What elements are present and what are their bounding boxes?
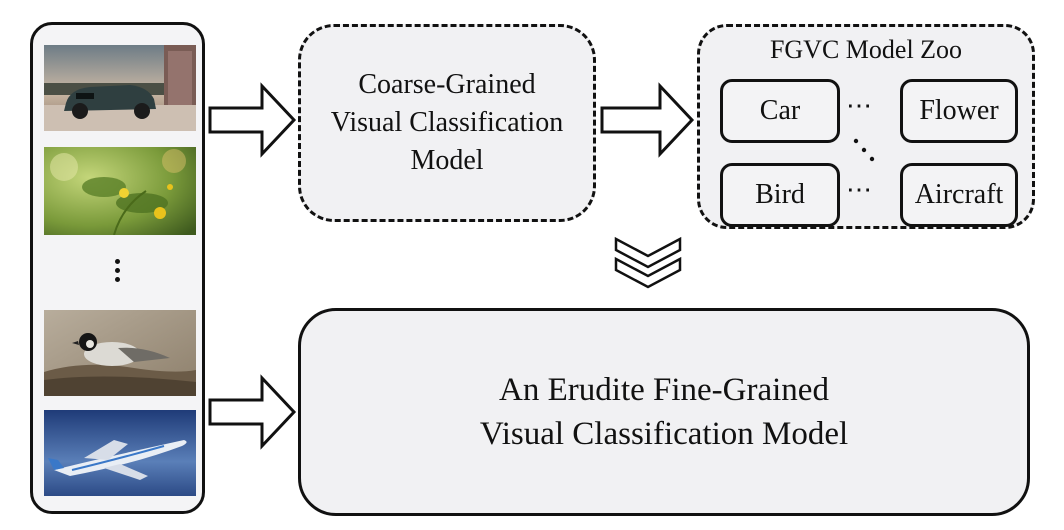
zoo-ellipsis: ⋯ [846,91,872,120]
zoo-item-aircraft: Aircraft [900,163,1018,227]
car-photo [44,45,196,131]
model-zoo-box: FGVC Model Zoo Car ⋯ Flower Bird ⋯ Aircr… [697,24,1035,229]
arrow-to-fine-model [208,374,297,450]
model-zoo-title: FGVC Model Zoo [769,35,963,64]
fine-grained-model-box: An Erudite Fine-Grained Visual Classific… [298,308,1030,516]
zoo-item-car: Car [720,79,840,143]
aircraft-photo [44,410,196,496]
zoo-item-flower: Flower [900,79,1018,143]
bird-photo [44,310,196,396]
zoo-diagonal-ellipsis [853,138,875,162]
image-column [30,22,205,514]
arrow-to-coarse-model [208,82,297,158]
zoo-ellipsis: ⋯ [846,175,872,204]
coarse-grained-model-box: Coarse-Grained Visual Classification Mod… [298,24,596,222]
zoo-item-bird: Bird [720,163,840,227]
more-images-ellipsis [33,255,202,292]
double-chevron-down-icon [614,236,682,289]
arrow-to-model-zoo [600,82,695,158]
flower-photo [44,147,196,235]
coarse-grained-model-title: Coarse-Grained Visual Classification Mod… [330,69,564,176]
fine-grained-model-title: An Erudite Fine-Grained Visual Classific… [479,372,849,452]
